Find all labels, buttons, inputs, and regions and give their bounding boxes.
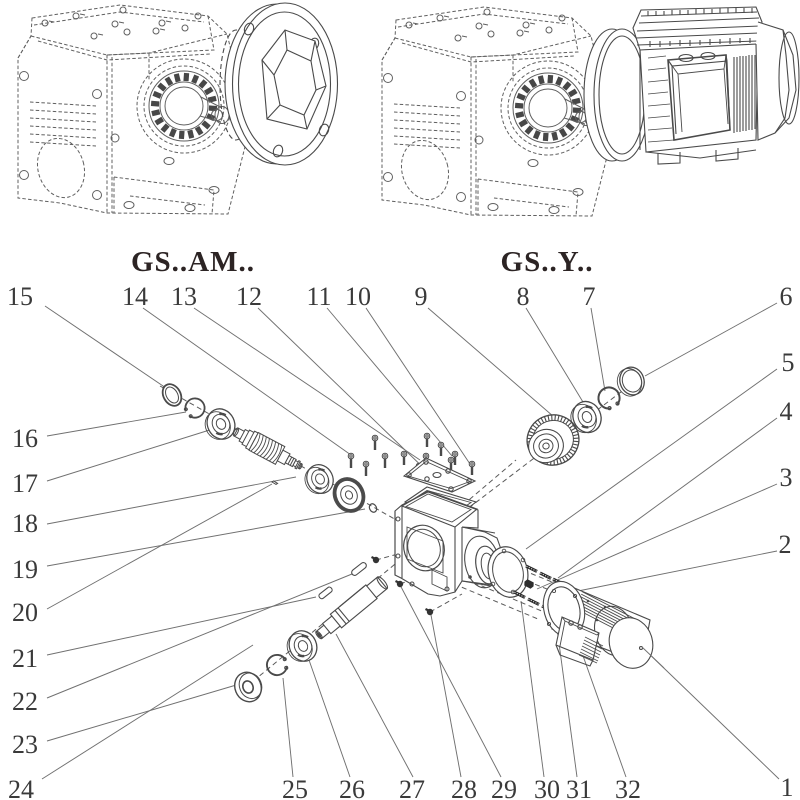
svg-text:20: 20	[12, 598, 38, 627]
svg-text:25: 25	[282, 775, 308, 800]
svg-text:17: 17	[12, 469, 38, 498]
svg-text:2: 2	[779, 530, 792, 559]
svg-text:3: 3	[780, 463, 793, 492]
svg-text:13: 13	[171, 282, 197, 311]
svg-text:6: 6	[780, 282, 793, 311]
svg-text:28: 28	[451, 775, 477, 800]
svg-text:14: 14	[122, 282, 148, 311]
svg-text:32: 32	[615, 775, 641, 800]
svg-text:1: 1	[781, 773, 794, 800]
svg-text:9: 9	[415, 282, 428, 311]
svg-text:31: 31	[566, 775, 592, 800]
svg-text:12: 12	[236, 282, 262, 311]
svg-text:29: 29	[491, 775, 517, 800]
svg-text:GS..Y..: GS..Y..	[501, 246, 594, 278]
svg-text:7: 7	[583, 282, 596, 311]
svg-text:27: 27	[399, 775, 425, 800]
svg-text:30: 30	[534, 775, 560, 800]
svg-text:23: 23	[12, 730, 38, 759]
svg-text:8: 8	[517, 282, 530, 311]
svg-text:26: 26	[339, 775, 365, 800]
svg-text:5: 5	[782, 348, 795, 377]
svg-text:GS..AM..: GS..AM..	[131, 246, 255, 278]
svg-text:18: 18	[12, 509, 38, 538]
svg-text:19: 19	[12, 555, 38, 584]
svg-text:21: 21	[12, 644, 38, 673]
svg-text:11: 11	[306, 282, 331, 311]
svg-text:4: 4	[780, 397, 793, 426]
svg-text:15: 15	[7, 282, 33, 311]
svg-text:24: 24	[8, 775, 34, 800]
svg-text:16: 16	[12, 424, 38, 453]
svg-text:22: 22	[12, 687, 38, 716]
svg-text:10: 10	[345, 282, 371, 311]
